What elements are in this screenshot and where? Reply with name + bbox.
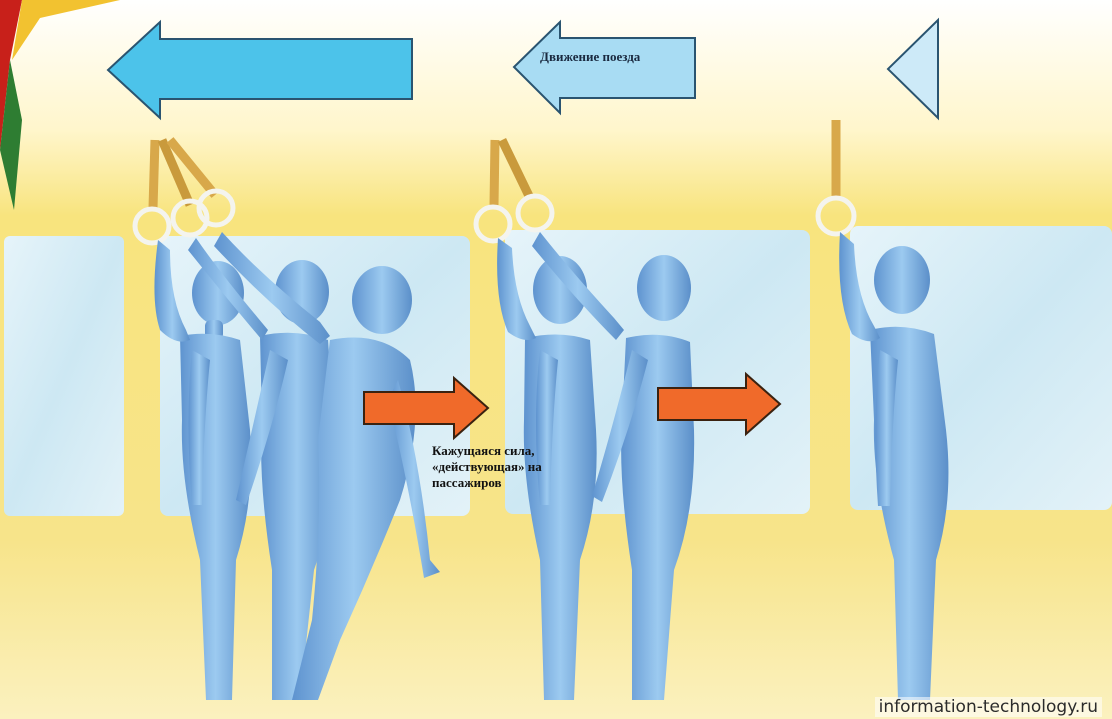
window-left <box>4 236 124 516</box>
force-label: Кажущаяся сила, «действующая» на пассажи… <box>432 443 542 491</box>
force-label-line: пассажиров <box>432 475 542 491</box>
force-label-line: Кажущаяся сила, <box>432 443 542 459</box>
force-label-line: «действующая» на <box>432 459 542 475</box>
watermark: information-technology.ru <box>875 697 1102 717</box>
motion-label: Движение поезда <box>540 49 690 65</box>
